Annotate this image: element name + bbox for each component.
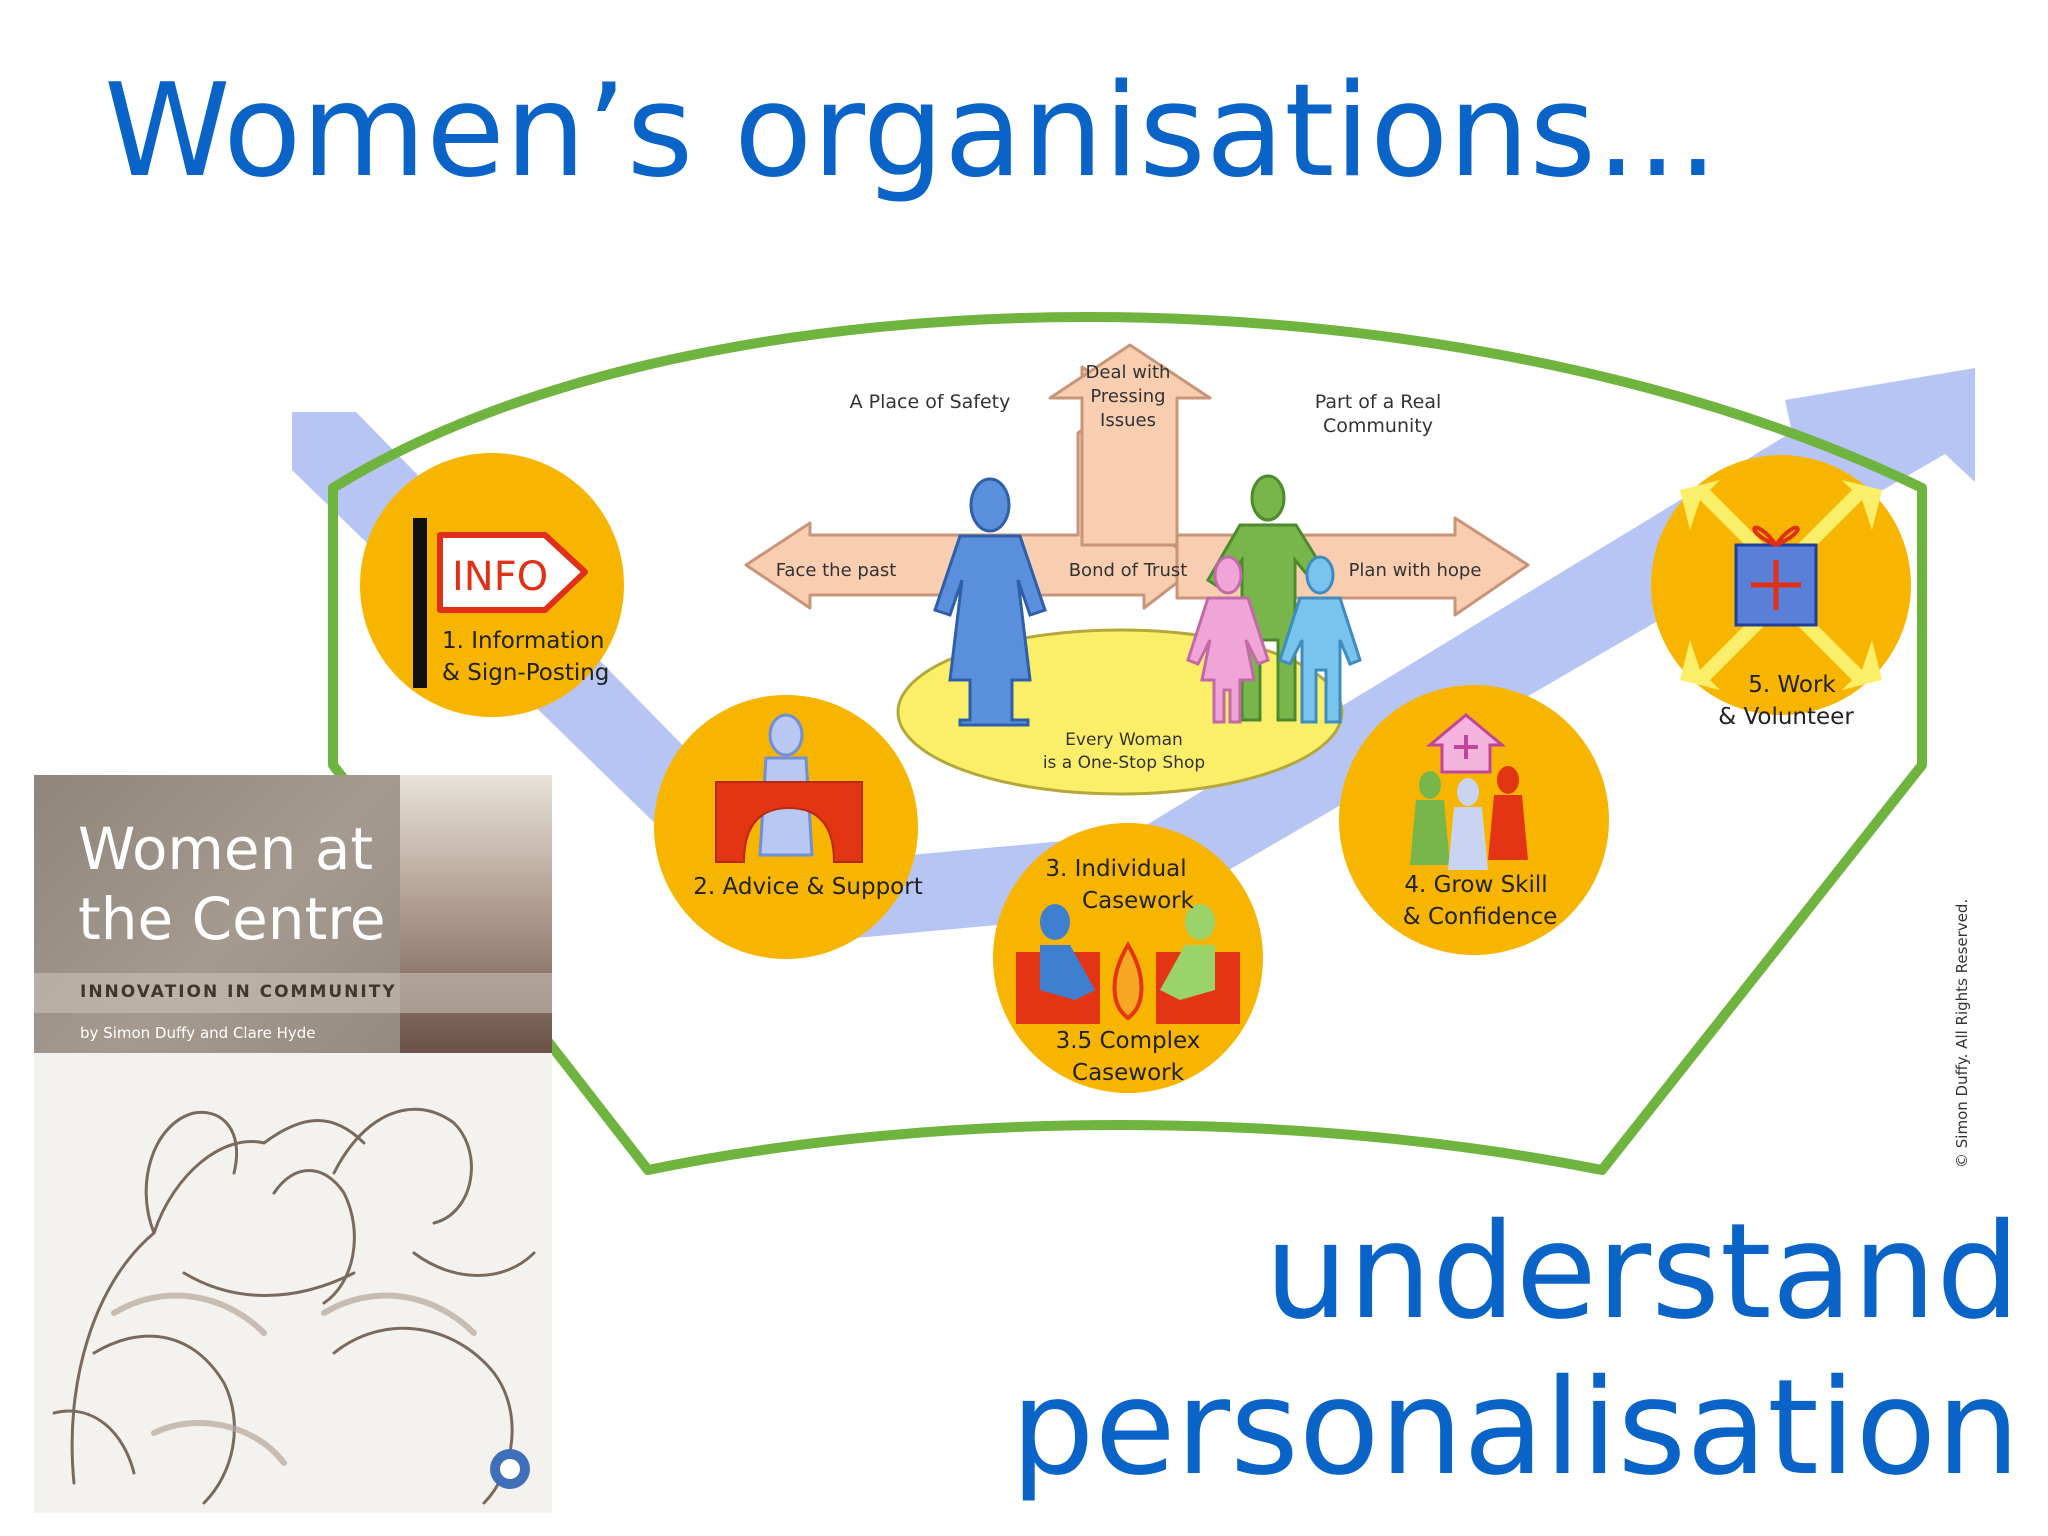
step-4-label-1: 4. Grow Skill	[1404, 872, 1547, 898]
info-sign-icon	[413, 518, 588, 688]
label-face-the-past: Face the past	[776, 560, 897, 581]
book-subtitle: INNOVATION IN COMMUNITY	[80, 982, 397, 1002]
label-place-of-safety: A Place of Safety	[850, 391, 1011, 413]
label-deal-with-3: Issues	[1100, 410, 1156, 431]
book-authors: by Simon Duffy and Clare Hyde	[80, 1024, 316, 1042]
woman-figure	[933, 477, 1047, 727]
advice-desk-icon	[715, 713, 863, 863]
label-community-2: Community	[1323, 415, 1433, 437]
label-one-stop-1: Every Woman	[1065, 730, 1183, 750]
label-deal-with-2: Pressing	[1090, 386, 1165, 407]
step-5-label-1: 5. Work	[1748, 672, 1836, 698]
gift-arrows-icon	[1680, 480, 1882, 690]
step-35-label-1: 3.5 Complex	[1056, 1028, 1201, 1054]
service-boundary	[328, 312, 1927, 1175]
step-1-label-2: & Sign-Posting	[442, 660, 609, 686]
book-cover: Women at the Centre INNOVATION IN COMMUN…	[34, 775, 552, 1513]
label-deal-with-1: Deal with	[1086, 362, 1171, 383]
step-4-label-2: & Confidence	[1403, 904, 1558, 930]
house-plus-icon	[1425, 713, 1507, 774]
cover-sketch	[52, 1107, 536, 1505]
copyright-notice: © Simon Duffy. All Rights Reserved.	[1953, 899, 1971, 1168]
slide-title: Women’s organisations...	[104, 57, 1719, 206]
label-plan-with-hope: Plan with hope	[1349, 560, 1482, 581]
tagline-line-2: personalisation	[1010, 1350, 2020, 1505]
info-sign-text: INFO	[452, 554, 548, 600]
casework-icon	[1016, 904, 1240, 1024]
book-title: Women at the Centre	[78, 815, 398, 954]
cover-band	[34, 973, 552, 1013]
book-title-line-2: the Centre	[78, 884, 386, 953]
step-3-label-1: 3. Individual	[1045, 856, 1186, 882]
step-3-label-2: Casework	[1082, 888, 1195, 914]
book-title-line-1: Women at	[78, 815, 374, 883]
step-2-label-1: 2. Advice & Support	[693, 874, 922, 900]
label-bond-of-trust: Bond of Trust	[1069, 560, 1188, 581]
label-one-stop-2: is a One-Stop Shop	[1043, 753, 1205, 773]
group-figures-icon	[1410, 766, 1528, 870]
step-1-label-1: 1. Information	[442, 628, 604, 654]
label-community-1: Part of a Real	[1315, 391, 1442, 413]
family-figures	[1186, 474, 1362, 724]
cross-arrow-up	[1048, 343, 1212, 547]
step-35-label-2: Casework	[1072, 1060, 1185, 1086]
tagline: understand personalisation	[1011, 1195, 2020, 1507]
step-5-label-2: & Volunteer	[1718, 704, 1854, 730]
tagline-line-1: understand	[1264, 1195, 2020, 1349]
